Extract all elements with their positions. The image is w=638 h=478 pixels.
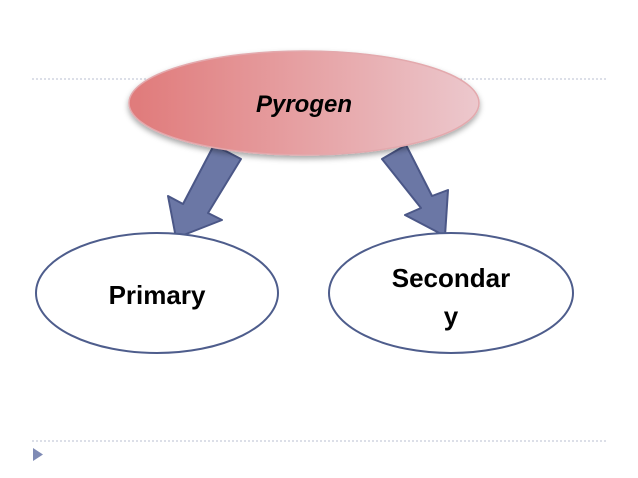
arrow-to-secondary bbox=[381, 144, 449, 237]
triangle-bullet-icon bbox=[33, 448, 43, 461]
secondary-label-line-2: y bbox=[444, 301, 459, 331]
arrow-to-primary bbox=[167, 144, 242, 239]
primary-ellipse bbox=[35, 232, 279, 354]
root-node: Pyrogen bbox=[128, 50, 480, 156]
primary-node: Primary bbox=[35, 232, 279, 354]
secondary-ellipse bbox=[328, 232, 574, 354]
primary-label: Primary bbox=[109, 280, 206, 310]
root-ellipse bbox=[128, 50, 480, 156]
secondary-label-line-1: Secondar bbox=[392, 263, 511, 293]
secondary-node: Secondar y bbox=[328, 232, 574, 354]
root-label: Pyrogen bbox=[256, 91, 352, 118]
